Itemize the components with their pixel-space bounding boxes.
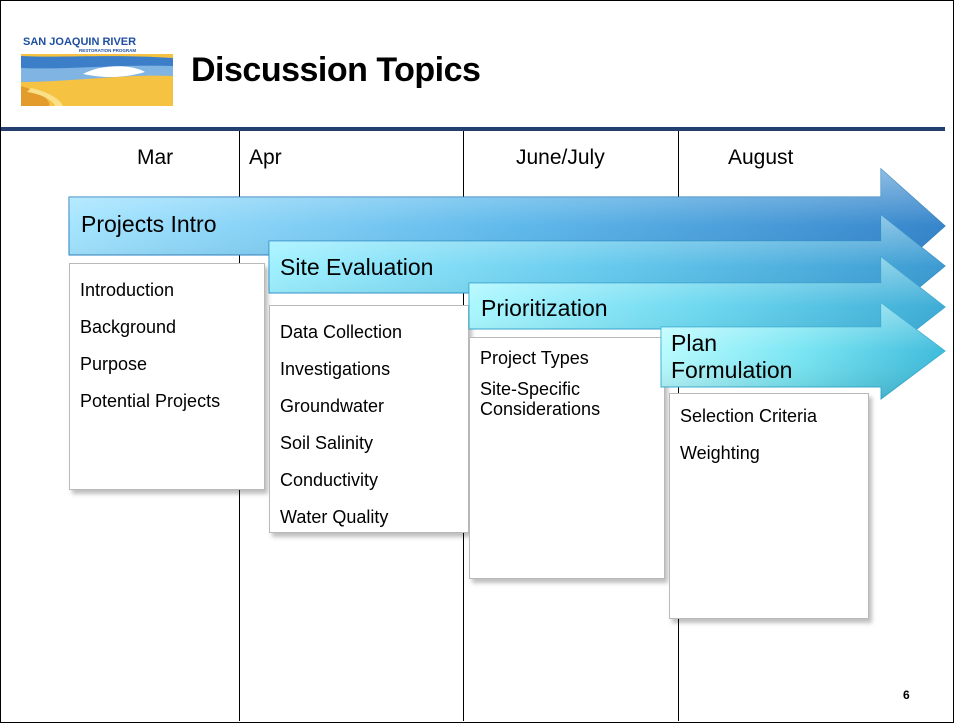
san-joaquin-river-logo: SAN JOAQUIN RIVER RESTORATION PROGRAM [21,34,173,106]
list-item: Potential Projects [80,391,221,411]
logo-text-line1: SAN JOAQUIN RIVER [23,36,136,48]
list-item: Considerations [480,399,601,419]
phase-4-label-line2: Formulation [671,357,793,383]
list-item: Background [80,317,177,337]
page-number: 6 [903,688,910,702]
logo-text-line2: RESTORATION PROGRAM [79,48,136,53]
phase-4-arrow [660,302,946,400]
list-item: Investigations [280,359,391,379]
page-title: Discussion Topics [191,51,481,89]
list-item: Project Types [480,348,589,368]
list-item: Weighting [680,443,760,463]
phase-4-box: Selection Criteria Weighting [669,393,869,619]
list-item: Groundwater [280,396,385,416]
list-item: Site-Specific [480,379,581,399]
list-item: Soil Salinity [280,433,374,453]
phase-4-label-line1: Plan [671,330,718,356]
phase-3-box: Project Types Site-Specific Consideratio… [469,337,665,579]
list-item: Conductivity [280,470,379,490]
phase-1-box: Introduction Background Purpose Potentia… [69,263,265,490]
list-item: Introduction [80,280,175,300]
month-mar: Mar [137,146,174,169]
phase-2-box: Data Collection Investigations Groundwat… [269,305,469,533]
month-apr: Apr [249,146,282,169]
phase-4-label: Plan Formulation [671,330,792,384]
list-item: Purpose [80,354,148,374]
list-item: Water Quality [280,507,389,527]
phase-2-label: Site Evaluation [280,254,434,280]
phase-1-label: Projects Intro [81,211,217,237]
list-item: Data Collection [280,322,403,342]
list-item: Selection Criteria [680,406,818,426]
month-june-july: June/July [516,146,605,169]
month-august: August [728,146,794,169]
phase-3-label: Prioritization [481,295,608,321]
title-rule [1,127,945,131]
